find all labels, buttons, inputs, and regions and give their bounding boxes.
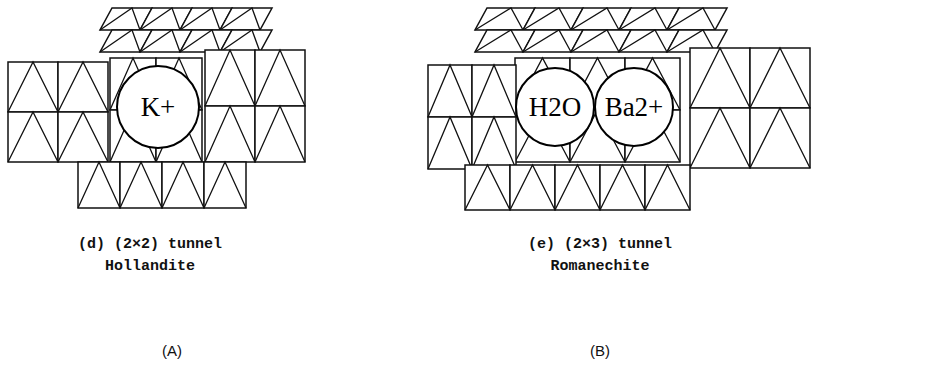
octahedron-edge xyxy=(120,162,162,208)
octahedron xyxy=(8,112,58,162)
octahedron-edge xyxy=(645,165,690,210)
octahedron-edge xyxy=(140,8,180,30)
octahedron xyxy=(645,165,690,210)
ion-circle: K+ xyxy=(116,65,200,149)
octahedron xyxy=(120,162,162,208)
octahedron-edge xyxy=(428,65,472,117)
ion-circle: H2O xyxy=(515,67,595,147)
figure-caption: (e) (2×3) tunnel xyxy=(528,236,672,253)
octahedron-edge xyxy=(571,8,619,30)
octahedron-edge xyxy=(205,50,255,106)
octahedron xyxy=(204,162,246,208)
octahedron xyxy=(58,62,108,112)
octahedron-edge xyxy=(205,106,255,162)
octahedron xyxy=(255,106,305,162)
octahedron xyxy=(8,62,58,112)
octahedron xyxy=(555,165,600,210)
octahedron-edge xyxy=(523,8,571,30)
octahedron-edge xyxy=(750,108,810,168)
octahedra-chain xyxy=(428,65,516,169)
octahedra-chain xyxy=(465,165,690,210)
ion-label: H2O xyxy=(529,92,582,123)
octahedron-edge xyxy=(750,48,810,108)
octahedron xyxy=(428,65,472,117)
octahedron xyxy=(690,108,750,168)
octahedron xyxy=(162,162,204,208)
octahedron xyxy=(750,108,810,168)
octahedron-edge xyxy=(571,30,619,52)
octahedron xyxy=(465,165,510,210)
octahedron xyxy=(205,50,255,106)
octahedron xyxy=(220,8,272,30)
octahedron-edge xyxy=(555,165,600,210)
octahedron-edge xyxy=(180,30,220,52)
octahedra-chain xyxy=(205,50,305,162)
octahedron-edge xyxy=(100,30,140,52)
octahedron-edge xyxy=(428,117,472,169)
octahedron xyxy=(255,50,305,106)
octahedron xyxy=(690,48,750,108)
octahedron xyxy=(220,30,272,52)
octahedron-edge xyxy=(475,8,523,30)
octahedron-edge xyxy=(78,162,120,208)
octahedron-edge xyxy=(58,112,108,162)
octahedron-edge xyxy=(255,106,305,162)
figure-caption: Hollandite xyxy=(105,258,195,275)
octahedron-edge xyxy=(180,8,220,30)
octahedron xyxy=(472,117,516,169)
octahedron-edge xyxy=(140,30,180,52)
octahedron xyxy=(600,165,645,210)
octahedron xyxy=(58,112,108,162)
octahedron-edge xyxy=(220,30,260,52)
ion-label: Ba2+ xyxy=(605,92,664,123)
panel-letter: (A) xyxy=(162,342,182,359)
octahedron-edge xyxy=(690,108,750,168)
octahedron xyxy=(510,165,555,210)
octahedron-edge xyxy=(8,62,58,112)
octahedron-edge xyxy=(465,165,510,210)
octahedron-edge xyxy=(619,8,667,30)
figure-caption: Romanechite xyxy=(550,258,649,275)
octahedron-edge xyxy=(255,50,305,106)
octahedron-edge xyxy=(162,162,204,208)
octahedron-edge xyxy=(204,162,246,208)
octahedra-chain xyxy=(78,162,246,208)
octahedra-chain xyxy=(690,48,810,168)
octahedron xyxy=(78,162,120,208)
octahedron xyxy=(205,106,255,162)
octahedron-edge xyxy=(600,165,645,210)
octahedron-edge xyxy=(619,30,667,52)
octahedron-edge xyxy=(690,48,750,108)
octahedron-edge xyxy=(510,165,555,210)
octahedron-edge xyxy=(472,65,516,117)
octahedra-chain xyxy=(110,58,202,162)
ion-label: K+ xyxy=(141,92,176,123)
octahedron xyxy=(428,117,472,169)
octahedron-edge xyxy=(58,62,108,112)
octahedron-edge xyxy=(667,8,715,30)
panel-letter: (B) xyxy=(590,342,610,359)
octahedra-chain xyxy=(100,8,272,52)
octahedron xyxy=(750,48,810,108)
figure-caption: (d) (2×2) tunnel xyxy=(78,236,222,253)
octahedron-edge xyxy=(472,117,516,169)
ion-circle: Ba2+ xyxy=(594,67,674,147)
octahedron-edge xyxy=(523,30,571,52)
octahedra-chain xyxy=(475,8,727,52)
octahedron-edge xyxy=(100,8,140,30)
octahedra-chain xyxy=(8,62,108,162)
octahedron xyxy=(472,65,516,117)
octahedron-edge xyxy=(220,8,260,30)
octahedra-chain xyxy=(515,58,680,162)
octahedron-edge xyxy=(475,30,523,52)
octahedron-edge xyxy=(8,112,58,162)
octahedron xyxy=(667,8,727,30)
